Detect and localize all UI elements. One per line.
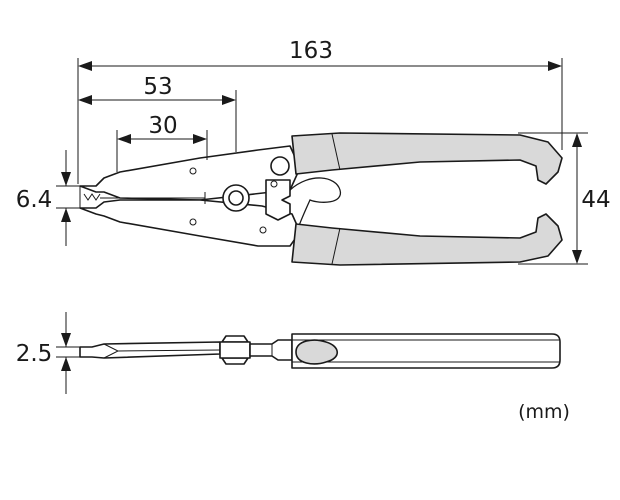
lower-grip-ridge <box>331 227 341 265</box>
dimension-tip-width: 6.4 <box>16 150 80 246</box>
side-pivot-body <box>219 341 251 359</box>
side-joint <box>249 339 293 361</box>
unit-label: (mm) <box>518 401 570 423</box>
side-handle-oval <box>295 339 339 365</box>
head-hole-upper <box>189 167 197 175</box>
tip-serration <box>83 193 101 201</box>
side-pivot-bottom <box>221 357 249 365</box>
head-hole-lower <box>189 218 197 226</box>
dimension-overall-length: 163 <box>77 38 563 184</box>
dim-overall-length: 163 <box>289 38 333 64</box>
lock-knob <box>270 156 290 176</box>
head-hole-right <box>259 226 267 234</box>
dimension-head-length: 53 <box>78 74 237 152</box>
side-pivot-top <box>221 335 249 343</box>
dimension-handle-width: 44 <box>518 132 611 265</box>
dim-jaw-length: 30 <box>148 113 177 139</box>
pivot-inner <box>228 190 244 206</box>
latch-mechanism <box>265 179 291 221</box>
dim-handle-width: 44 <box>581 187 610 213</box>
plier-top-view <box>79 132 563 266</box>
dimension-jaw-length: 30 <box>116 113 208 172</box>
plier-side-view <box>79 333 561 369</box>
side-handle <box>291 333 561 369</box>
dim-thickness: 2.5 <box>16 341 53 367</box>
side-blade-line <box>117 349 221 352</box>
upper-handle-grip <box>291 132 563 185</box>
dim-head-length: 53 <box>143 74 172 100</box>
lower-handle-grip <box>291 213 563 266</box>
dimension-thickness: 2.5 <box>16 312 80 394</box>
upper-grip-ridge <box>331 133 341 171</box>
dim-tip-width: 6.4 <box>16 187 53 213</box>
latch-hole <box>270 180 278 188</box>
